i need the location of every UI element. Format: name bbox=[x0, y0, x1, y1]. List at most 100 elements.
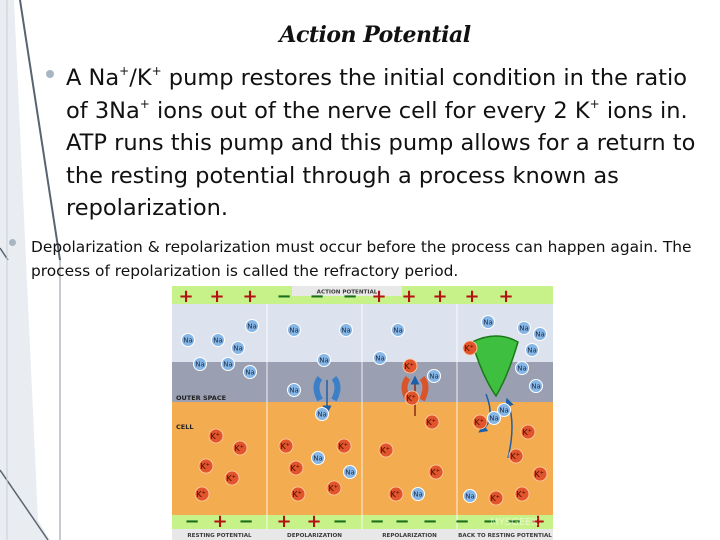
svg-text:K+: K+ bbox=[516, 490, 525, 499]
charge-sign-top: − bbox=[342, 286, 357, 307]
charge-sign-top: + bbox=[242, 286, 257, 307]
sodium-ion: Na bbox=[481, 315, 495, 329]
potassium-ion: K+ bbox=[388, 486, 404, 502]
sodium-ion: Na bbox=[517, 321, 531, 335]
svg-text:K+: K+ bbox=[406, 394, 415, 403]
svg-text:K+: K+ bbox=[426, 418, 435, 427]
charge-sign-bottom: − bbox=[184, 511, 199, 532]
charge-sign-top: + bbox=[209, 286, 224, 307]
svg-text:Na: Na bbox=[531, 383, 541, 391]
potassium-ion: K+ bbox=[462, 340, 478, 356]
potassium-ion: K+ bbox=[514, 486, 530, 502]
potassium-ion: K+ bbox=[424, 414, 440, 430]
charge-sign-bottom: − bbox=[238, 511, 253, 532]
svg-text:Na: Na bbox=[489, 415, 499, 423]
svg-text:K+: K+ bbox=[196, 490, 205, 499]
bottom-charge-signs: −+−++−−−−−−−+ bbox=[184, 511, 545, 532]
charge-sign-bottom: − bbox=[422, 511, 437, 532]
sodium-ion: Na bbox=[311, 451, 325, 465]
svg-text:K+: K+ bbox=[474, 418, 483, 427]
charge-sign-top: + bbox=[464, 286, 479, 307]
svg-text:Na: Na bbox=[517, 365, 527, 373]
svg-text:Na: Na bbox=[375, 355, 385, 363]
watermark: MYSGEEK bbox=[490, 517, 538, 528]
svg-text:K+: K+ bbox=[390, 490, 399, 499]
potassium-ion: K+ bbox=[290, 486, 306, 502]
svg-text:Na: Na bbox=[429, 373, 439, 381]
svg-text:K+: K+ bbox=[328, 484, 337, 493]
potassium-ion: K+ bbox=[404, 390, 420, 406]
svg-text:Na: Na bbox=[317, 411, 327, 419]
charge-sign-top: + bbox=[498, 286, 513, 307]
charge-sign-bottom: + bbox=[276, 511, 291, 532]
potassium-ion: K+ bbox=[224, 470, 240, 486]
charge-sign-bottom: + bbox=[530, 511, 545, 532]
sodium-ion: Na bbox=[497, 403, 511, 417]
caption-band bbox=[172, 529, 553, 540]
sodium-ion: Na bbox=[533, 327, 547, 341]
superscript-plus: + bbox=[151, 64, 162, 78]
svg-text:K+: K+ bbox=[234, 444, 243, 453]
charge-sign-top: + bbox=[432, 286, 447, 307]
svg-text:Na: Na bbox=[245, 369, 255, 377]
charge-sign-top: + bbox=[401, 286, 416, 307]
potassium-ion: K+ bbox=[472, 414, 488, 430]
sodium-ion: Na bbox=[427, 369, 441, 383]
svg-text:Na: Na bbox=[341, 327, 351, 335]
sodium-ion: Na bbox=[287, 383, 301, 397]
sodium-ion: Na bbox=[317, 353, 331, 367]
sodium-ion: Na bbox=[221, 357, 235, 371]
potassium-ion: K+ bbox=[194, 486, 210, 502]
bullet-1: A Na+/K+ pump restores the initial condi… bbox=[66, 64, 696, 221]
svg-text:Na: Na bbox=[483, 319, 493, 327]
svg-text:K+: K+ bbox=[510, 452, 519, 461]
sodium-ion: Na bbox=[181, 333, 195, 347]
svg-text:Na: Na bbox=[519, 325, 529, 333]
sodium-ion: Na bbox=[211, 333, 225, 347]
svg-text:K+: K+ bbox=[380, 446, 389, 455]
sodium-ion: Na bbox=[193, 357, 207, 371]
potassium-ion: K+ bbox=[198, 458, 214, 474]
svg-text:K+: K+ bbox=[404, 362, 413, 371]
superscript-plus: + bbox=[589, 96, 600, 111]
sodium-ion: Na bbox=[231, 341, 245, 355]
bullet-dot-1 bbox=[46, 70, 54, 78]
bullet-2: Depolarization & repolarization must occ… bbox=[31, 238, 692, 280]
potassium-ions: K+ K+ K+ K+ K+ K+ K+ K+ K+ K+ K+ K+ K+ K+ K+ K+ K+ K+ K+ K+… bbox=[194, 340, 548, 506]
potassium-ion: K+ bbox=[326, 480, 342, 496]
potassium-ion: K+ bbox=[288, 460, 304, 476]
sodium-ion: Na bbox=[529, 379, 543, 393]
potassium-ion: K+ bbox=[278, 438, 294, 454]
charge-sign-top: + bbox=[371, 286, 386, 307]
charge-sign-bottom: + bbox=[306, 511, 321, 532]
svg-text:Na: Na bbox=[413, 491, 423, 499]
svg-text:Na: Na bbox=[393, 327, 403, 335]
sodium-ion: Na bbox=[339, 323, 353, 337]
potassium-ion: K+ bbox=[520, 424, 536, 440]
svg-text:K+: K+ bbox=[338, 442, 347, 451]
panel-caption: DEPOLARIZATION bbox=[287, 533, 342, 539]
panel-caption: BACK TO RESTING POTENTIAL bbox=[458, 533, 552, 539]
outer-space-label: OUTER SPACE bbox=[176, 394, 226, 402]
charge-sign-top: − bbox=[276, 286, 291, 307]
sodium-ion: Na bbox=[463, 489, 477, 503]
charge-sign-bottom: − bbox=[482, 511, 497, 532]
bullet-dot-2 bbox=[9, 239, 16, 246]
svg-text:Na: Na bbox=[183, 337, 193, 345]
svg-text:Na: Na bbox=[233, 345, 243, 353]
potassium-ion: K+ bbox=[208, 428, 224, 444]
sodium-ion: Na bbox=[287, 323, 301, 337]
superscript-plus: + bbox=[139, 96, 150, 111]
charge-sign-bottom: − bbox=[454, 511, 469, 532]
figure-header: ACTION POTENTIAL bbox=[317, 290, 378, 296]
svg-text:K+: K+ bbox=[200, 462, 209, 471]
sodium-ion: Na bbox=[315, 407, 329, 421]
svg-text:Na: Na bbox=[289, 387, 299, 395]
svg-text:K+: K+ bbox=[290, 464, 299, 473]
slide-title: Action Potential bbox=[279, 22, 471, 48]
svg-text:K+: K+ bbox=[226, 474, 235, 483]
